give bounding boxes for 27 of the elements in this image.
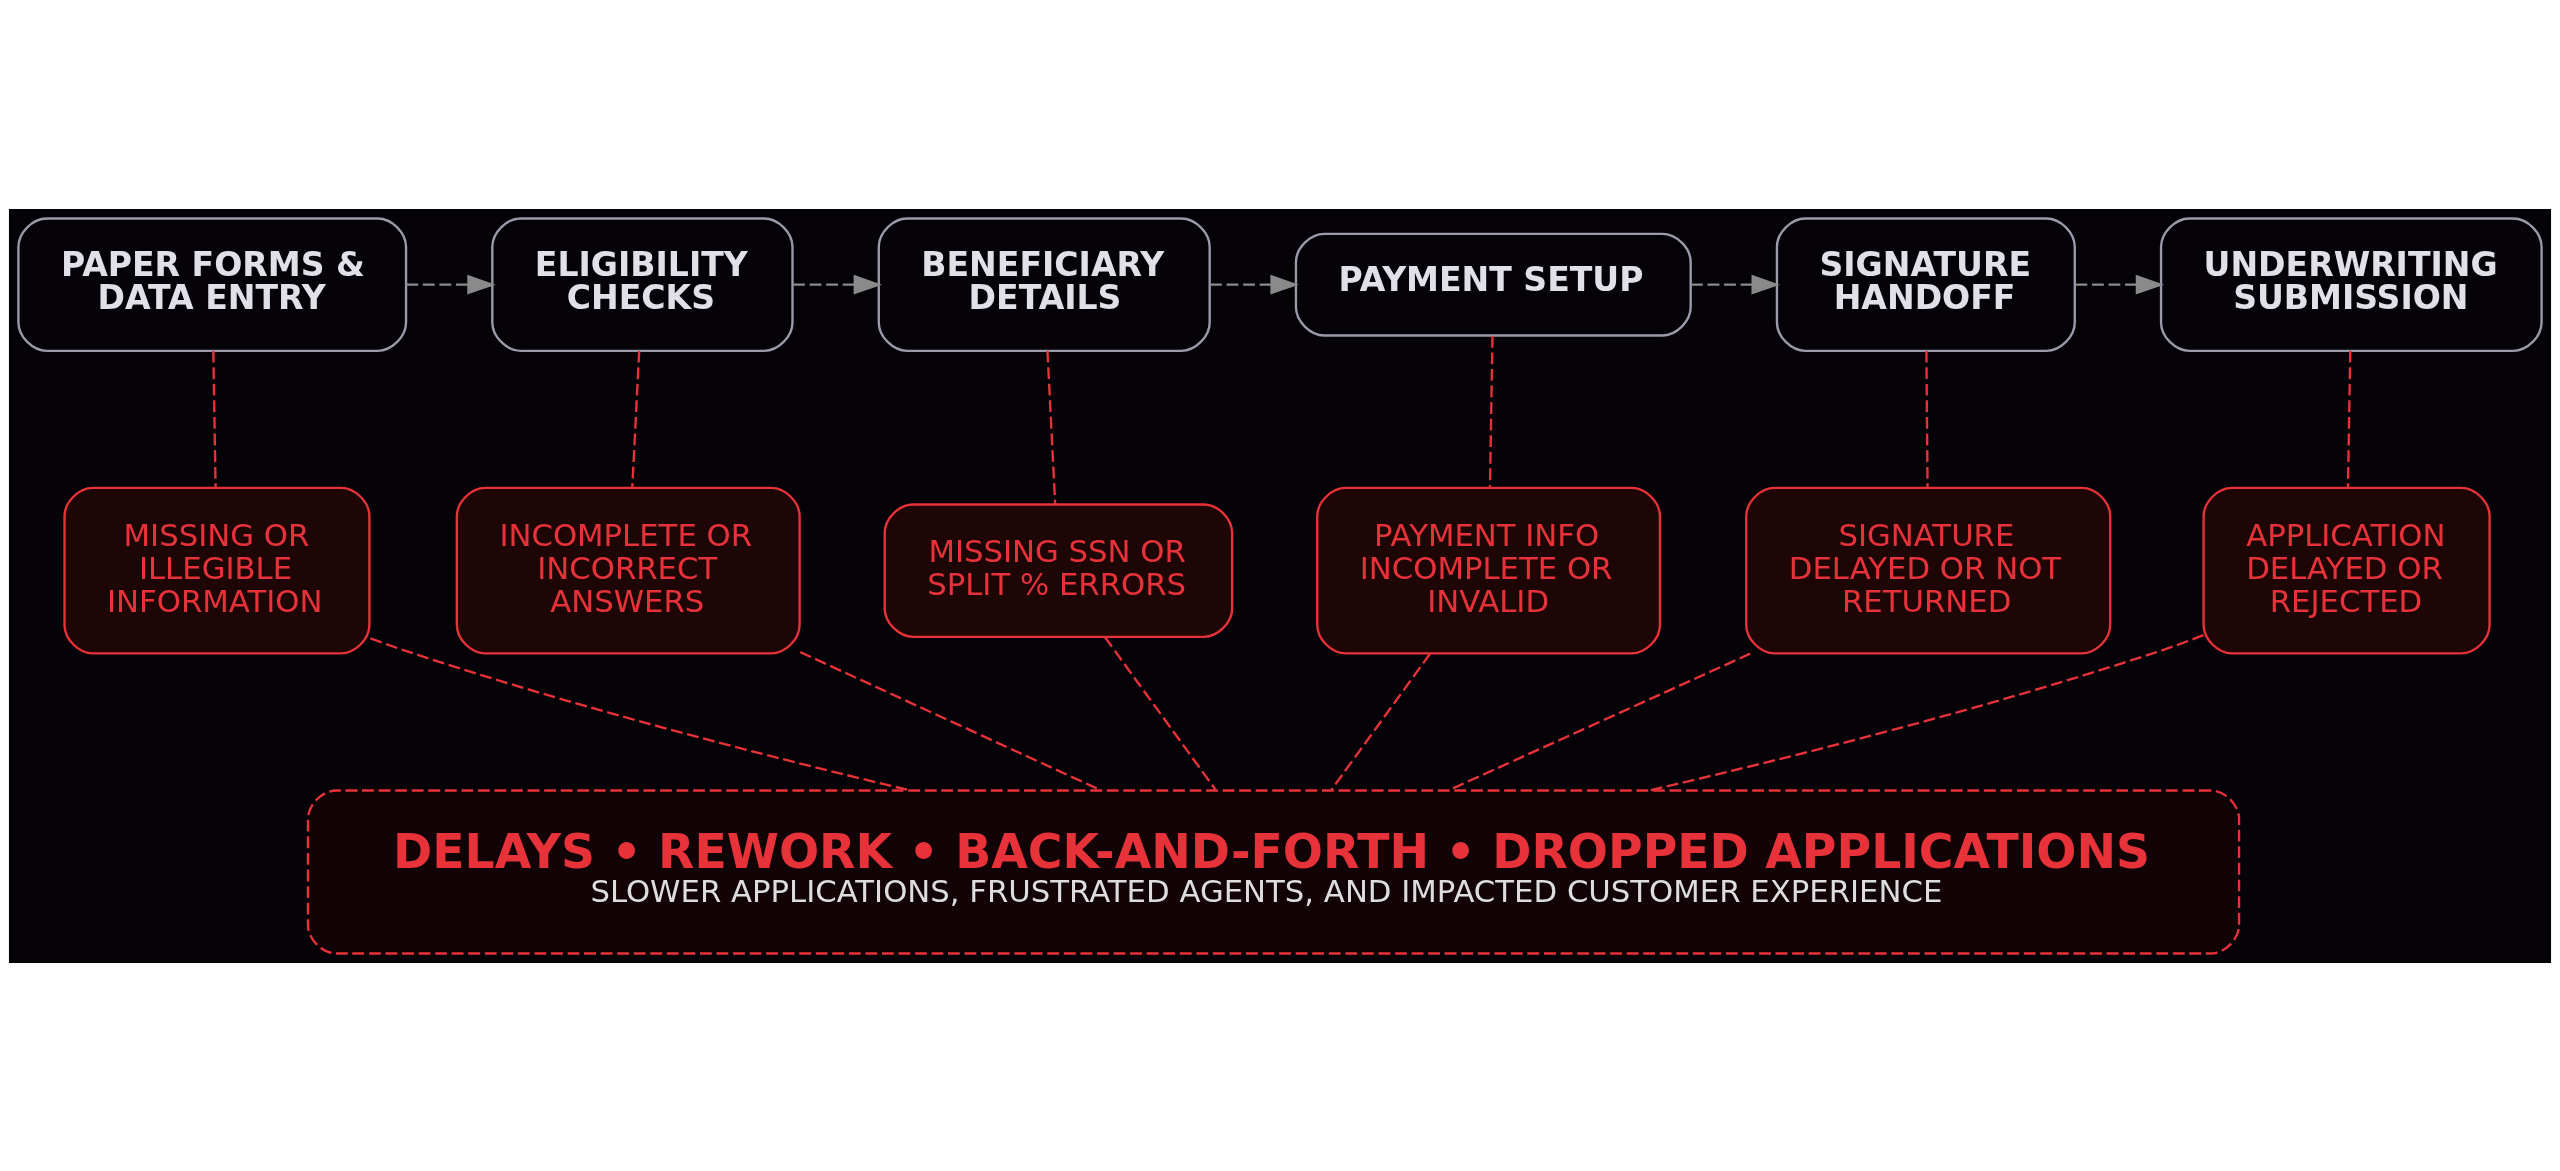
connector: [1330, 652, 1431, 790]
arrow: [1691, 274, 1780, 295]
node-box: UNDERWRITING SUBMISSION: [2159, 216, 2543, 352]
connector: [1104, 636, 1217, 790]
node-box: ELIGIBILITY CHECKS: [491, 216, 794, 352]
node-box: PAYMENT SETUP: [1294, 232, 1692, 337]
node-box: PAPER FORMS & DATA ENTRY: [17, 216, 408, 352]
node-box: BENEFICIARY DETAILS: [877, 216, 1211, 352]
connector: [212, 350, 217, 488]
node-box: DELAYS • REWORK • BACK-AND-FORTH • DROPPED APPLICATIONS SLOWER APPLICATIONS, FRUSTRATED AGENTS, AND IMPACTED CUSTOMER EXPERIENCE: [306, 788, 2241, 955]
connector: [2346, 350, 2352, 488]
connector: [1046, 350, 1057, 504]
node-box: APPLICATION DELAYED OR REJECTED: [2202, 486, 2491, 655]
node-box: MISSING SSN OR SPLIT % ERRORS: [883, 502, 1234, 638]
node-box: INCOMPLETE OR INCORRECT ANSWERS: [455, 486, 801, 655]
node-box: SIGNATURE HANDOFF: [1775, 216, 2076, 352]
node-box: PAYMENT INFO INCOMPLETE OR INVALID: [1316, 486, 1662, 655]
arrow: [406, 274, 496, 295]
arrow: [793, 274, 882, 295]
connector: [1925, 350, 1929, 488]
arrow: [1210, 274, 1299, 295]
node-box: MISSING OR ILLEGIBLE INFORMATION: [63, 486, 371, 655]
connector: [1649, 633, 2204, 792]
connector: [1488, 335, 1494, 487]
connector: [631, 350, 641, 488]
node-box: SIGNATURE DELAYED OR NOT RETURNED: [1745, 486, 2112, 655]
arrow: [2075, 274, 2165, 295]
